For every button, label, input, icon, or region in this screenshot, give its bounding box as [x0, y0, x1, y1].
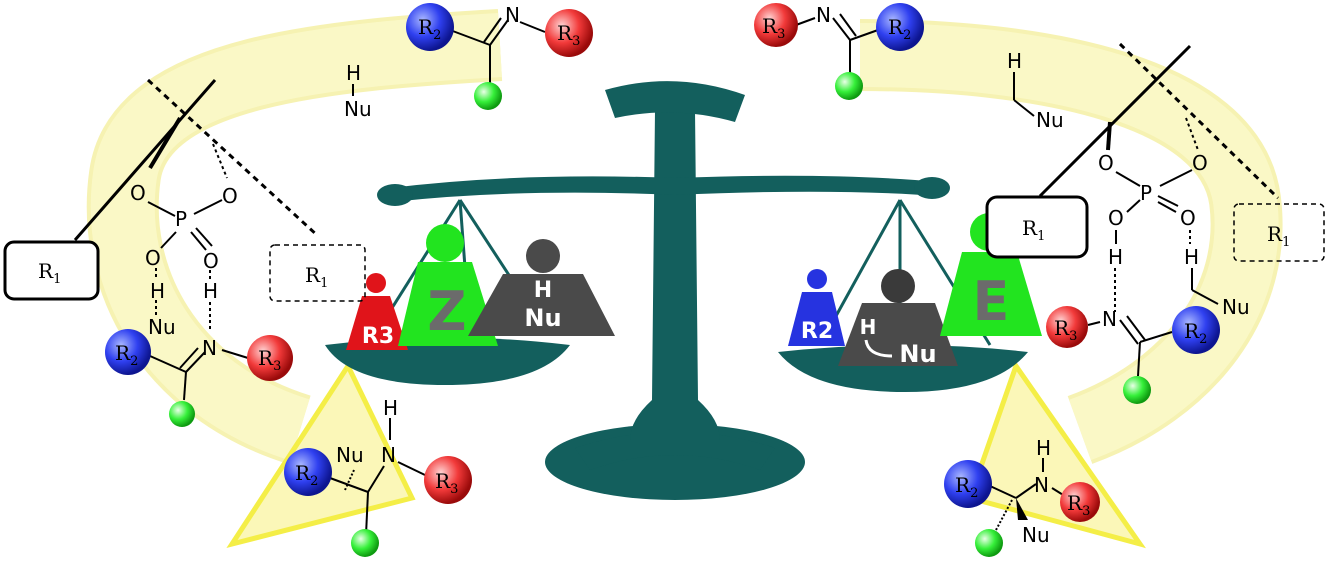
- svg-text:R2: R2: [1184, 319, 1207, 347]
- svg-text:O: O: [130, 181, 146, 205]
- r3-sphere: [424, 456, 472, 504]
- h-nu-free-left: H Nu: [344, 61, 372, 121]
- svg-text:O: O: [222, 184, 238, 208]
- svg-text:H: H: [1184, 245, 1199, 269]
- weight-r2-label: R2: [801, 319, 833, 344]
- svg-text:H: H: [1036, 436, 1051, 460]
- weight-bridged-h-label: H: [860, 315, 877, 339]
- svg-text:R2: R2: [295, 461, 318, 489]
- svg-text:R2: R2: [888, 15, 911, 43]
- left-bound-imine: R2 R3: [105, 329, 293, 427]
- green-sphere: [1123, 376, 1151, 404]
- svg-text:Nu: Nu: [336, 443, 364, 467]
- svg-text:Nu: Nu: [148, 315, 176, 339]
- weight-z-label: Z: [427, 280, 466, 343]
- svg-text:N: N: [202, 336, 217, 360]
- weight-nu-label: Nu: [524, 304, 561, 332]
- r3-sphere: [1060, 482, 1100, 522]
- right-reaction-arrow: [859, 19, 1283, 549]
- n-atom: N: [505, 3, 520, 27]
- svg-text:R2: R2: [955, 473, 978, 501]
- svg-text:R1: R1: [305, 263, 328, 291]
- phosphoric-acid-right: O O P O O H H Nu: [1038, 42, 1280, 319]
- weight-h-nu: H Nu: [468, 239, 615, 336]
- svg-text:R2: R2: [115, 341, 138, 369]
- svg-text:Nu: Nu: [1036, 108, 1064, 132]
- svg-text:H: H: [150, 279, 165, 303]
- r1-box-right-dashed: R1: [1233, 203, 1325, 262]
- svg-text:N: N: [1102, 307, 1117, 331]
- r3-sphere: [754, 3, 798, 47]
- weight-e-label: E: [973, 270, 1010, 333]
- r1-box-left-dashed: R1: [269, 244, 366, 302]
- r3-sphere: [247, 335, 293, 381]
- svg-text:R3: R3: [557, 21, 580, 49]
- r1-box-right-solid: R1: [985, 195, 1089, 259]
- r2-sphere: [284, 448, 332, 496]
- phosphoric-acid-left: O O P O O H H Nu N: [73, 78, 320, 360]
- svg-text:H: H: [1007, 49, 1022, 73]
- svg-text:R3: R3: [1067, 491, 1090, 519]
- svg-text:R1: R1: [38, 259, 61, 287]
- svg-text:H: H: [203, 279, 218, 303]
- weight-r2: R2: [788, 269, 845, 346]
- svg-text:O: O: [145, 246, 161, 270]
- r2-sphere: [1172, 306, 1220, 354]
- svg-text:O: O: [1108, 206, 1124, 230]
- svg-text:O: O: [1192, 151, 1208, 175]
- green-sphere: [474, 82, 502, 110]
- r2-sphere: [876, 3, 924, 51]
- svg-text:O: O: [1098, 151, 1114, 175]
- r1-box-left-solid: R1: [3, 240, 100, 301]
- r2-sphere: [406, 3, 454, 51]
- svg-text:O: O: [1180, 206, 1196, 230]
- svg-text:R3: R3: [1054, 316, 1077, 344]
- right-product-amine: H N Nu R2 R3: [944, 436, 1100, 557]
- svg-text:O: O: [203, 249, 219, 273]
- svg-text:P: P: [175, 207, 187, 231]
- weight-h-nu-bridged: H Nu: [838, 269, 958, 368]
- svg-text:N: N: [1034, 473, 1049, 497]
- r2-sphere: [944, 460, 992, 508]
- weight-r3: R3: [346, 273, 408, 350]
- r3-sphere: [1046, 306, 1088, 348]
- weight-h-label: H: [534, 278, 552, 303]
- svg-text:N: N: [816, 3, 831, 27]
- svg-text:Nu: Nu: [1222, 295, 1250, 319]
- svg-text:Nu: Nu: [1022, 523, 1050, 547]
- right-bound-imine: R3 N R2: [1046, 306, 1220, 404]
- weight-z: Z: [398, 224, 498, 346]
- svg-text:R3: R3: [435, 469, 458, 497]
- top-right-imine: R3 N R2: [754, 3, 924, 100]
- weight-r3-label: R3: [362, 324, 394, 349]
- svg-text:R2: R2: [418, 15, 441, 43]
- svg-text:R3: R3: [258, 346, 281, 374]
- r3-sphere: [545, 9, 593, 57]
- svg-text:Nu: Nu: [344, 97, 372, 121]
- weight-bridged-nu-label: Nu: [899, 340, 936, 368]
- svg-text:R1: R1: [1022, 216, 1045, 244]
- left-product-amine: H N Nu R2 R3: [284, 396, 472, 557]
- svg-text:R3: R3: [762, 14, 785, 42]
- green-sphere: [975, 529, 1003, 557]
- svg-text:H: H: [346, 61, 361, 85]
- green-sphere: [835, 72, 863, 100]
- svg-text:H: H: [1108, 245, 1123, 269]
- svg-text:P: P: [1140, 181, 1152, 205]
- top-left-imine: R2 N R3: [406, 3, 593, 110]
- svg-text:N: N: [381, 443, 396, 467]
- green-sphere: [351, 529, 379, 557]
- svg-text:H: H: [383, 396, 398, 420]
- green-sphere: [169, 401, 195, 427]
- svg-text:R1: R1: [1267, 222, 1290, 250]
- h-nu-free-right: H Nu: [1007, 49, 1064, 132]
- r2-sphere: [105, 329, 151, 375]
